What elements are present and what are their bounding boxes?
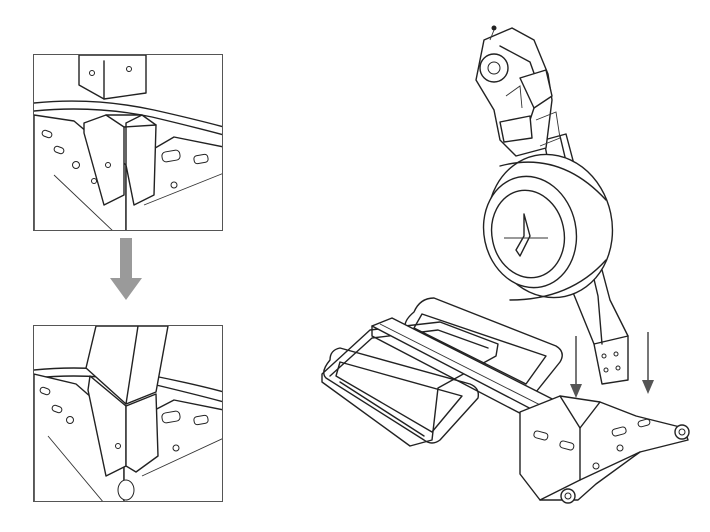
flywheel-housing <box>482 153 614 301</box>
flywheel-hub <box>515 213 531 257</box>
detail-before-drawing <box>34 55 222 230</box>
mast-column <box>543 133 629 385</box>
mast-inserted <box>85 326 169 405</box>
detail-panel-before <box>33 54 223 231</box>
wheel-left <box>560 488 576 504</box>
bracket-right <box>125 393 159 473</box>
wheel-right <box>674 424 690 440</box>
footplate-assembly <box>321 297 563 447</box>
detail-panel-after <box>33 325 223 502</box>
mast-bottom-section <box>78 55 147 100</box>
guide-arrow-icon <box>570 336 582 398</box>
handle <box>519 69 553 109</box>
guide-arrow-icon <box>642 332 654 394</box>
base-stand <box>519 395 690 504</box>
rail-beam <box>371 317 579 433</box>
bracket-left <box>87 375 127 477</box>
console-head <box>475 25 561 157</box>
monitor-bracket <box>499 115 533 143</box>
detail-after-drawing <box>34 326 222 501</box>
down-arrow-icon <box>110 238 142 300</box>
